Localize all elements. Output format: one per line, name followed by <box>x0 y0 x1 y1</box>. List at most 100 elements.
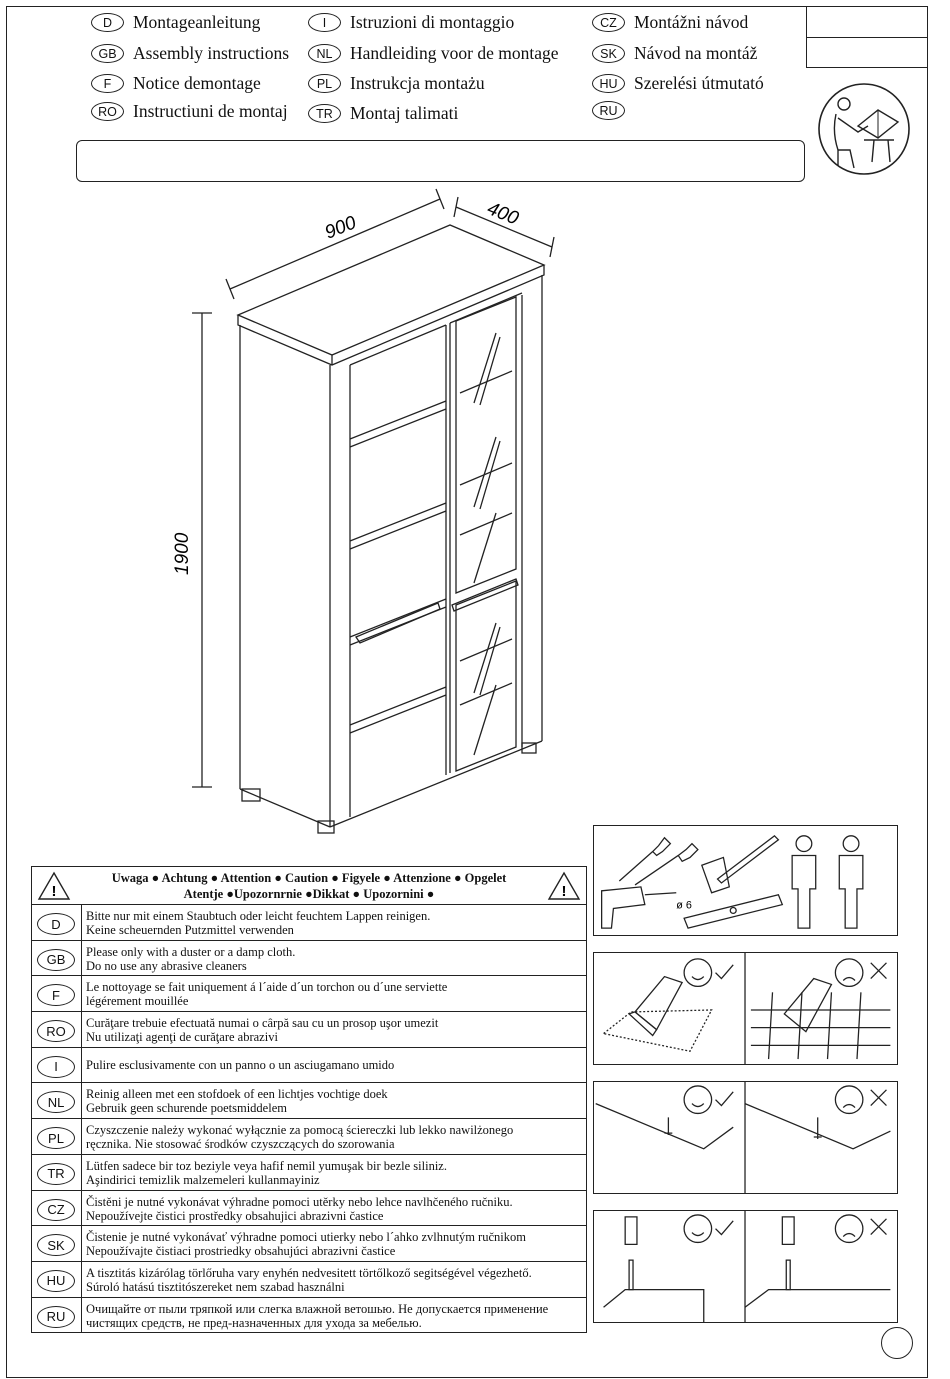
row-text-line1: Čistěni je nutné vykonávat výhradne pomo… <box>86 1194 513 1209</box>
page-frame <box>6 6 928 1378</box>
product-code-box <box>806 6 928 38</box>
row-lang-badge: NL <box>37 1091 75 1114</box>
row-lang-badge: F <box>37 984 75 1007</box>
row-text-line2: Nepoužívajte čistiaci prostriedky obsahu… <box>86 1244 396 1259</box>
drill-size-label: ø 6 <box>676 899 692 911</box>
row-text-line1: Czyszczenie należy wykonać wyłącznie za … <box>86 1123 514 1138</box>
checkmark-icon <box>715 1091 734 1107</box>
warning-title-line2: Atentje ●Upozornrnie ●Dikkat ● Upozornin… <box>183 887 435 901</box>
row-text-line2: ręcznika. Nie stosować środków czyszcząc… <box>86 1137 395 1152</box>
row-lang-badge: RU <box>37 1305 75 1328</box>
row-text-line2: Gebruik geen schurende poetsmiddelem <box>86 1101 287 1116</box>
lang-label: Assembly instructions <box>133 43 290 63</box>
lang-label: Notice demontage <box>133 73 261 93</box>
warning-header: ! Uwaga ● Achtung ● Attention ● Caution … <box>32 867 586 905</box>
happy-face-icon <box>683 958 713 988</box>
lang-badge: NL <box>308 44 341 63</box>
lang-sk: SK Návod na montáž <box>592 43 757 64</box>
care-warning-table: ! Uwaga ● Achtung ● Attention ● Caution … <box>31 866 587 1334</box>
lang-label: Istruzioni di montaggio <box>350 12 515 32</box>
row-text-line1: Lütfen sadece bir toz beziyle veya hafif… <box>86 1158 447 1173</box>
depth-dimension: 400 <box>484 198 522 230</box>
height-dimension: 1900 <box>172 532 193 575</box>
warning-triangle-icon: ! <box>547 871 581 900</box>
lang-label: Návod na montáž <box>634 43 758 63</box>
lang-label: Instructiuni de montaj <box>133 101 288 121</box>
cabinet-drawing: 900 400 1900 <box>172 188 555 834</box>
row-lang-badge: RO <box>37 1020 75 1043</box>
dowel-panel <box>593 1210 898 1323</box>
sad-face-icon <box>834 1214 864 1244</box>
lang-fr: F Notice demontage <box>91 73 261 94</box>
cross-icon <box>870 1218 887 1236</box>
lang-it: I Istruzioni di montaggio <box>308 12 514 33</box>
row-lang-badge: I <box>37 1055 75 1078</box>
lang-ru: RU <box>592 101 634 120</box>
lang-label: Montážni návod <box>634 12 749 32</box>
row-text-line1: Очищайте от пыли тряпкой или слегка влаж… <box>86 1301 549 1316</box>
happy-face-icon <box>683 1085 713 1115</box>
warning-triangle-icon: ! <box>37 871 71 900</box>
row-text-line1: Bitte nur mit einem Staubtuch oder leich… <box>86 909 431 923</box>
warning-title: Uwaga ● Achtung ● Attention ● Caution ● … <box>92 870 526 902</box>
row-text-line1: Le nottoyage se fait uniquement á l´aide… <box>86 980 448 995</box>
warning-title-line1: Uwaga ● Achtung ● Attention ● Caution ● … <box>111 871 507 885</box>
lang-tr: TR Montaj talimati <box>308 103 458 124</box>
lang-badge: PL <box>308 74 341 93</box>
row-text-line2: чистящих средств, не пред-назначенных дл… <box>86 1315 422 1330</box>
product-name-box <box>806 37 928 68</box>
warning-row: GB Please only with a duster or a damp cl… <box>32 940 586 977</box>
warning-row: D Bitte nur mit einem Staubtuch oder leic… <box>32 905 586 941</box>
row-lang-badge: CZ <box>37 1198 75 1221</box>
lang-label: Montaj talimati <box>350 103 459 123</box>
two-people-icon <box>791 835 864 929</box>
lang-badge: D <box>91 13 124 32</box>
lang-badge: F <box>91 74 124 93</box>
warning-row: PL Czyszczenie należy wykonać wyłącznie z… <box>32 1119 586 1155</box>
happy-face-icon <box>683 1214 713 1244</box>
lang-label: Handleiding voor de montage <box>350 43 559 63</box>
lang-badge: SK <box>592 44 625 63</box>
lang-cz: CZ Montážni návod <box>592 12 748 33</box>
lang-badge: CZ <box>592 13 625 32</box>
row-text-line2: Keine scheuernden Putzmittel verwenden <box>86 923 294 937</box>
spirit-level-icon <box>683 893 784 929</box>
lang-badge: TR <box>308 104 341 123</box>
lang-ro: RO Instructiuni de montaj <box>91 101 288 122</box>
row-text-line2: Nepoužívejte čistici prostředky obsahuji… <box>86 1208 384 1223</box>
lang-badge: HU <box>592 74 625 93</box>
row-lang-badge: HU <box>37 1269 75 1292</box>
warning-row: F Le nottoyage se fait uniquement á l´aid… <box>32 976 586 1013</box>
hammer-icon <box>624 1216 638 1246</box>
assembly-surface-panel <box>593 952 898 1065</box>
row-text-line2: Nu utilizaţi agenţi de curăţare abrazivi <box>86 1030 278 1045</box>
row-lang-badge: PL <box>37 1127 75 1150</box>
reading-instructions-icon <box>818 83 910 175</box>
drill-icon <box>601 886 677 929</box>
row-lang-badge: D <box>37 913 75 935</box>
width-dimension: 900 <box>322 212 360 244</box>
lang-label: Montageanleitung <box>133 12 261 32</box>
lang-pl: PL Instrukcja montażu <box>308 73 485 94</box>
checkmark-icon <box>715 964 734 980</box>
tools-panel: ø 6 <box>593 825 898 936</box>
lang-badge: RU <box>592 101 625 120</box>
cross-icon <box>870 962 887 979</box>
lang-de: D Montageanleitung <box>91 12 260 33</box>
lang-label: Instrukcja montażu <box>350 73 485 93</box>
lang-nl: NL Handleiding voor de montage <box>308 43 559 64</box>
row-lang-badge: GB <box>37 948 75 971</box>
lang-gb: GB Assembly instructions <box>91 43 289 64</box>
lang-badge: I <box>308 13 341 32</box>
row-text-line2: Do no use any abrasive cleaners <box>86 958 247 973</box>
row-text-line1: A tisztitás kizárólag törlőruha vary eny… <box>86 1265 532 1280</box>
hammer-icon <box>781 1216 795 1246</box>
row-text-line2: Aşindirici temizlik malzemeleri kullanma… <box>86 1172 320 1187</box>
lang-badge: RO <box>91 102 124 121</box>
screw-panel <box>593 1081 898 1194</box>
row-text-line1: Please only with a duster or a damp clot… <box>86 944 296 959</box>
lang-badge: GB <box>91 44 124 63</box>
